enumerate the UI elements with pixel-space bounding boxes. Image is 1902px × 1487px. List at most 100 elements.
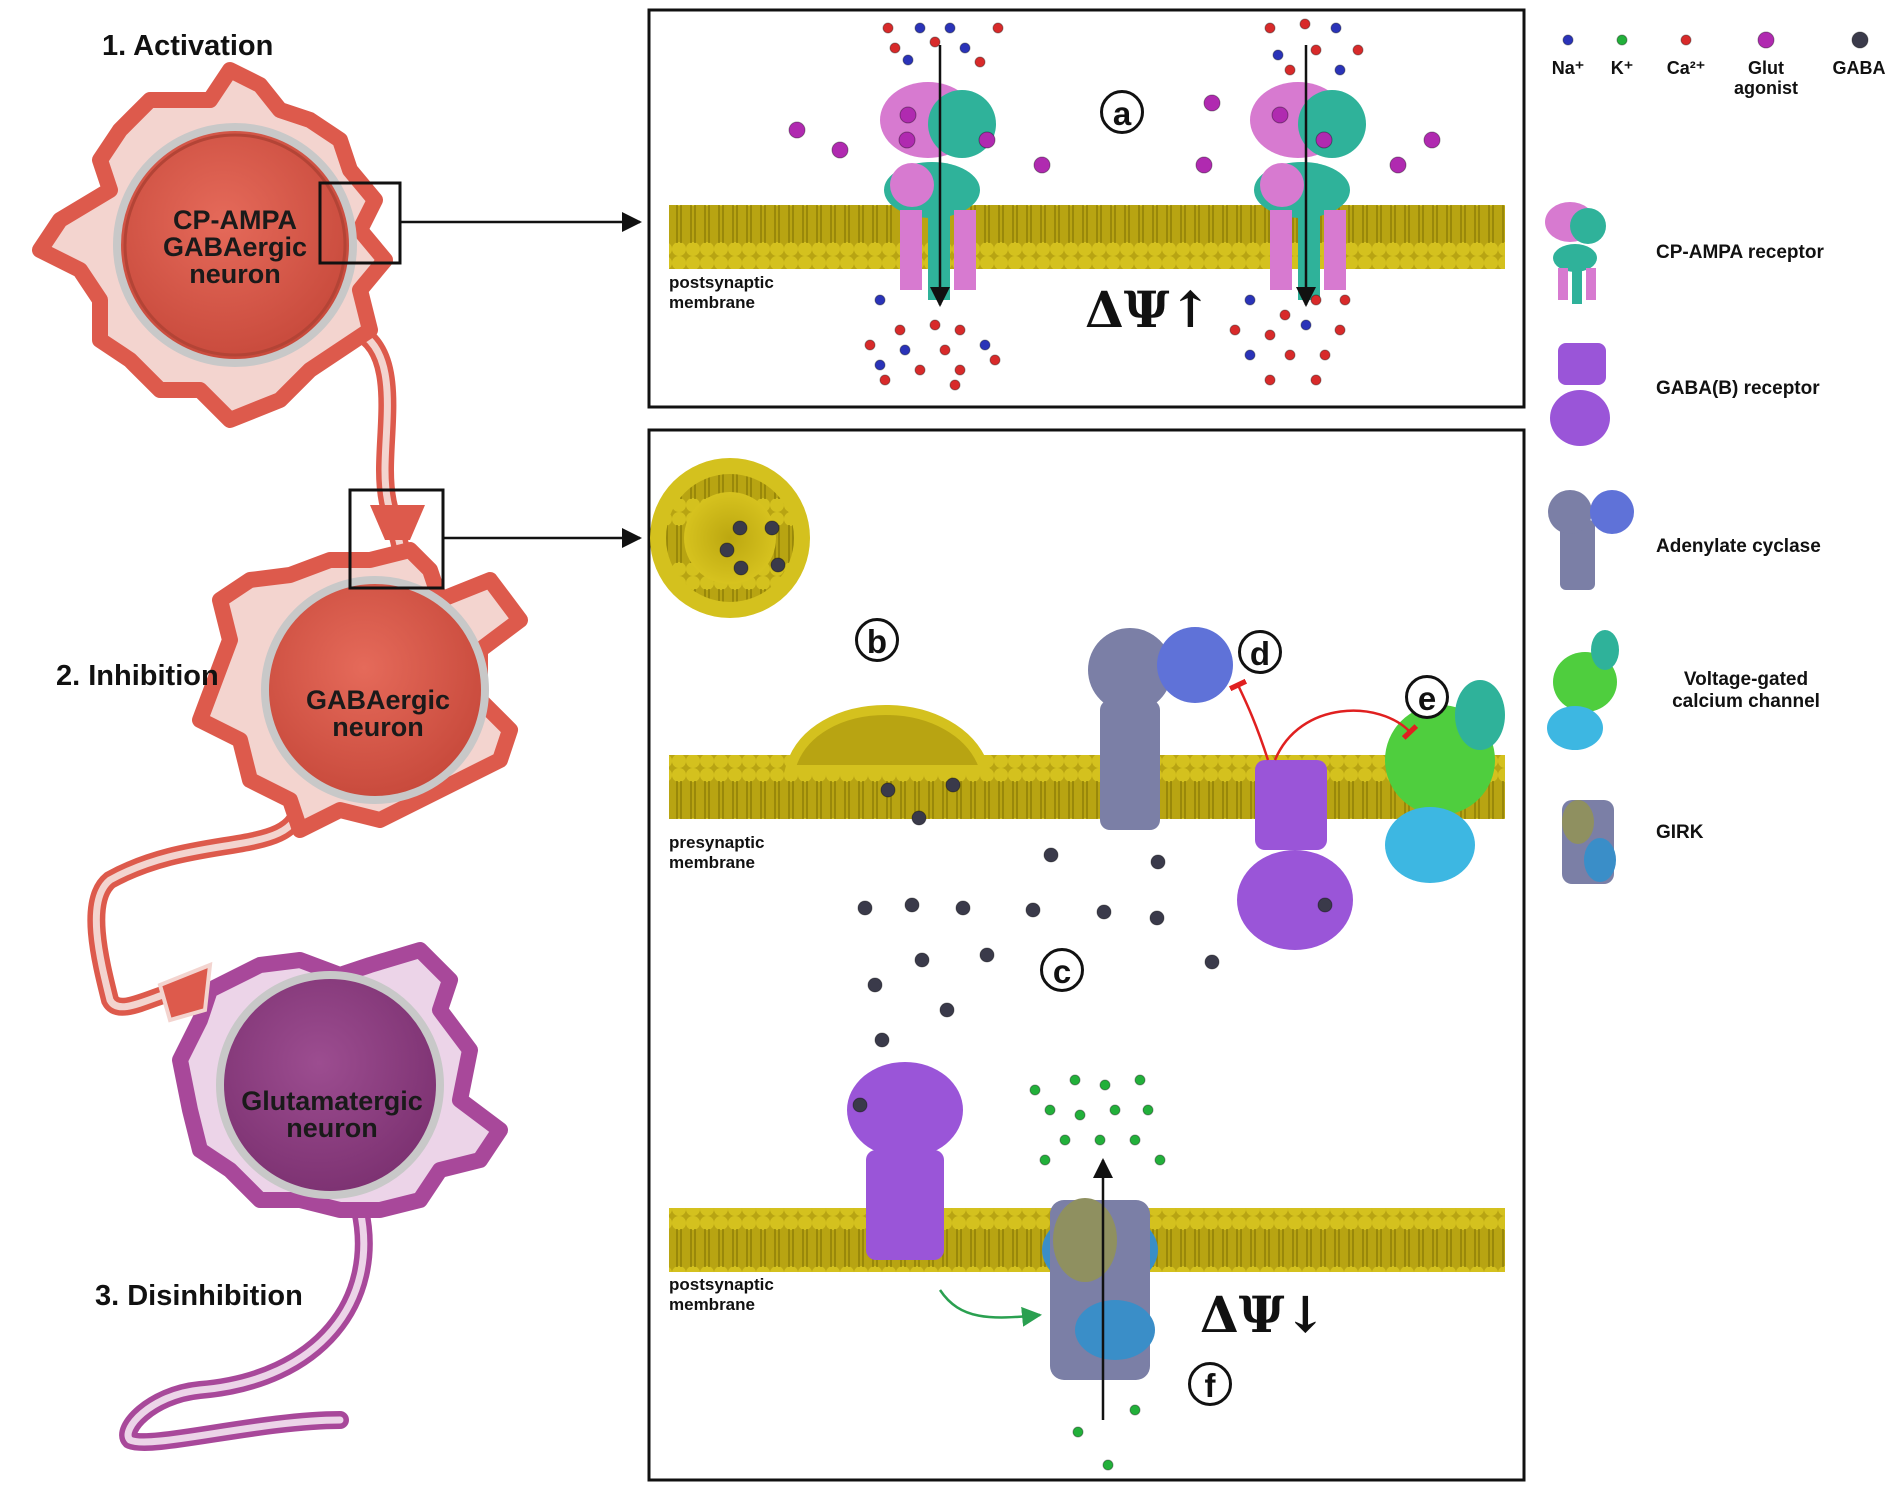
ca-ion	[1264, 329, 1276, 341]
k-ion	[1039, 1154, 1051, 1166]
ca-legend-dot	[1680, 34, 1692, 46]
ca-ion	[882, 22, 894, 34]
legend-label-vgcc: Voltage-gated calcium channel	[1672, 669, 1820, 712]
gaba-molecules	[719, 520, 1333, 1113]
k-ion	[1059, 1134, 1071, 1146]
label-line: membrane	[669, 853, 755, 872]
k-ion	[1099, 1079, 1111, 1091]
postsynaptic-membrane-label-bottom: postsynaptic membrane	[669, 1275, 774, 1315]
axon-3	[119, 1201, 373, 1452]
neuron-circuit	[32, 62, 642, 1452]
ca-ion	[1299, 18, 1311, 30]
glut-agonist	[1033, 156, 1051, 174]
gabaergic-neuron	[192, 542, 528, 838]
ions-bottom	[1029, 1074, 1166, 1471]
ca-ion	[1279, 309, 1291, 321]
legend-label-k: K⁺	[1610, 58, 1634, 78]
cp-ampa-gabaergic-neuron	[32, 62, 393, 428]
ca-ion	[939, 344, 951, 356]
ca-ion	[1319, 349, 1331, 361]
gaba-molecule	[904, 897, 920, 913]
ca-ion	[1310, 374, 1322, 386]
gaba-molecule	[1204, 954, 1220, 970]
k-ion	[1142, 1104, 1154, 1116]
k-ion	[1109, 1104, 1121, 1116]
synaptic-vesicle	[650, 458, 810, 618]
ca-ion	[889, 42, 901, 54]
k-ion	[1094, 1134, 1106, 1146]
na-ion	[979, 339, 991, 351]
gaba-molecule	[1317, 897, 1333, 913]
girk-channel	[1042, 1198, 1158, 1380]
k-ion	[1069, 1074, 1081, 1086]
ions-top	[788, 18, 1441, 391]
k-ion	[1129, 1134, 1141, 1146]
gaba-molecule	[1043, 847, 1059, 863]
cp-ampa-receptor-icon	[1545, 202, 1606, 304]
legend	[1545, 31, 1869, 884]
ca-ion	[974, 56, 986, 68]
ca-ion	[949, 379, 961, 391]
ca-ion	[954, 324, 966, 336]
na-ion	[1272, 49, 1284, 61]
k-ion	[1102, 1459, 1114, 1471]
ca-ion	[1310, 294, 1322, 306]
gaba-molecule	[852, 1097, 868, 1113]
inhibition-arrow-ac	[1228, 678, 1270, 761]
ca-ion	[1229, 324, 1241, 336]
neuron-label-gabaergic: GABAergic neuron	[258, 687, 498, 741]
ca-ion	[1352, 44, 1364, 56]
glut-agonist	[978, 131, 996, 149]
k-ion	[1072, 1426, 1084, 1438]
step-title-inhibition: 2. Inhibition	[56, 660, 219, 692]
neuron-label-line: neuron	[189, 259, 281, 289]
step-title-activation: 1. Activation	[102, 30, 274, 62]
gaba-molecule	[874, 1032, 890, 1048]
gaba-molecule	[764, 520, 780, 536]
gaba-molecule	[1150, 854, 1166, 870]
legend-label-gabab: GABA(B) receptor	[1656, 378, 1820, 399]
na-ion	[944, 22, 956, 34]
label-f: f	[1188, 1362, 1232, 1406]
gaba-molecule	[719, 542, 735, 558]
presynaptic-membrane-label: presynaptic membrane	[669, 833, 764, 873]
glut-agonist	[788, 121, 806, 139]
label-line: membrane	[669, 293, 755, 312]
legend-label-ca: Ca²⁺	[1666, 58, 1706, 78]
ca-ion	[989, 354, 1001, 366]
label-line: membrane	[669, 1295, 755, 1314]
legend-label-na: Na⁺	[1551, 58, 1585, 78]
legend-proteins	[1545, 202, 1634, 884]
gaba-molecule	[857, 900, 873, 916]
legend-label-gaba: GABA	[1832, 58, 1886, 78]
ca-ion	[1264, 22, 1276, 34]
ca-ion	[1310, 44, 1322, 56]
gaba-molecule	[979, 947, 995, 963]
na-ion	[1244, 349, 1256, 361]
gaba-molecule	[955, 900, 971, 916]
na-ion	[1244, 294, 1256, 306]
ca-ion	[864, 339, 876, 351]
glut-agonist	[831, 141, 849, 159]
girk-icon	[1562, 800, 1616, 884]
label-d: d	[1238, 630, 1282, 674]
ca-ion	[1264, 374, 1276, 386]
na-ion	[902, 54, 914, 66]
panel-inhibition	[647, 428, 1526, 1482]
gaba-molecule	[914, 952, 930, 968]
na-ion	[899, 344, 911, 356]
glut-agonist	[899, 106, 917, 124]
na-legend-dot	[1562, 34, 1574, 46]
ca-ion	[914, 364, 926, 376]
panel-activation	[647, 8, 1526, 409]
gaba-molecule	[1096, 904, 1112, 920]
gaba-molecule	[732, 520, 748, 536]
neuron-label-line: neuron	[286, 1113, 378, 1143]
k-ion	[1134, 1074, 1146, 1086]
legend-label-cp-ampa: CP-AMPA receptor	[1656, 242, 1824, 263]
k-ion	[1044, 1104, 1056, 1116]
inhibition-arrow-vgcc	[1273, 709, 1419, 761]
ca-ion	[992, 22, 1004, 34]
neuron-label-line: GABAergic	[305, 685, 451, 715]
